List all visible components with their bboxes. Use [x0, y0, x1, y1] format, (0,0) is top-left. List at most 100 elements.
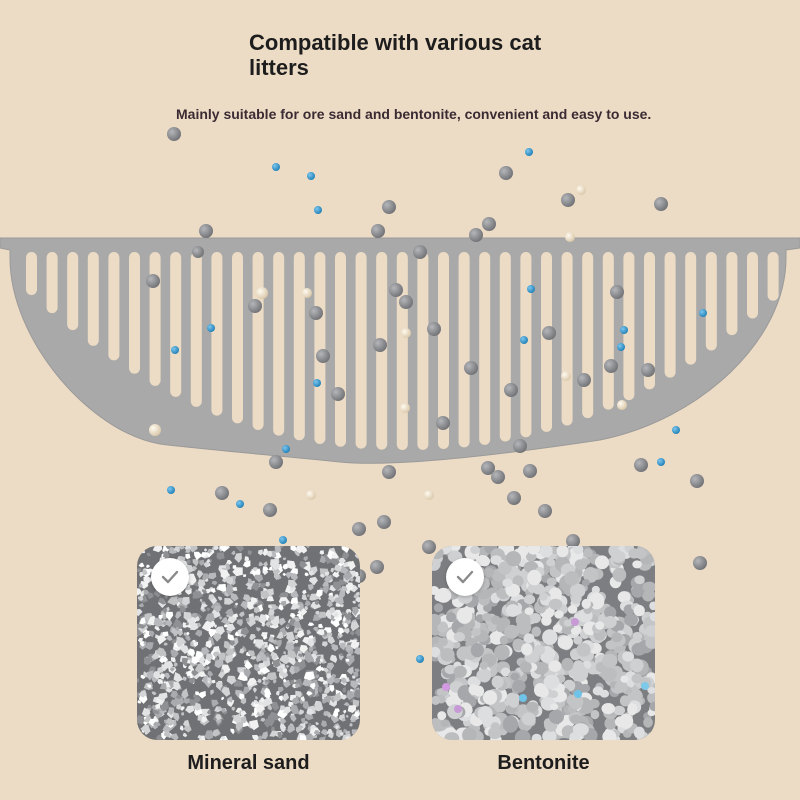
texture-grain — [203, 561, 210, 568]
litter-granule — [561, 371, 571, 381]
texture-grain — [306, 546, 310, 548]
texture-grain — [320, 729, 328, 736]
litter-granule — [693, 556, 707, 570]
texture-grain — [630, 658, 644, 673]
texture-grain — [321, 720, 328, 728]
texture-grain — [166, 611, 174, 621]
texture-grain — [339, 642, 346, 651]
texture-grain — [315, 674, 320, 679]
texture-grain — [214, 624, 217, 628]
litter-granule — [279, 536, 287, 544]
texture-grain — [193, 694, 197, 698]
texture-grain — [244, 556, 250, 562]
texture-grain — [263, 687, 271, 695]
texture-grain — [613, 705, 626, 716]
texture-grain — [339, 732, 344, 736]
texture-grain — [210, 588, 216, 593]
texture-grain — [240, 626, 250, 636]
texture-grain — [355, 614, 360, 620]
texture-grain — [319, 550, 325, 555]
texture-grain — [440, 648, 455, 662]
texture-grain — [351, 716, 356, 721]
texture-grain — [185, 586, 191, 591]
texture-grain — [227, 699, 235, 708]
texture-speck — [641, 682, 649, 690]
texture-grain — [614, 716, 627, 728]
texture-grain — [152, 671, 162, 680]
texture-grain — [297, 603, 304, 612]
texture-grain — [319, 736, 326, 740]
texture-grain — [233, 679, 244, 687]
texture-grain — [178, 546, 186, 550]
texture-grain — [333, 596, 344, 605]
texture-grain — [170, 657, 176, 663]
texture-grain — [357, 583, 360, 588]
texture-grain — [200, 606, 205, 610]
scoop-slot — [417, 252, 429, 450]
texture-grain — [285, 642, 295, 652]
texture-grain — [295, 659, 306, 671]
texture-grain — [151, 691, 157, 696]
texture-grain — [531, 733, 542, 740]
texture-grain — [159, 683, 167, 690]
texture-grain — [304, 655, 315, 663]
texture-grain — [152, 709, 158, 714]
texture-grain — [173, 662, 178, 667]
texture-speck — [454, 705, 462, 713]
texture-speck — [571, 618, 579, 626]
texture-grain — [603, 615, 617, 629]
texture-grain — [234, 552, 242, 563]
texture-grain — [437, 637, 448, 647]
texture-grain — [477, 588, 490, 600]
texture-grain — [647, 691, 655, 705]
texture-grain — [283, 651, 287, 655]
texture-grain — [300, 696, 305, 702]
texture-grain — [352, 675, 356, 679]
texture-grain — [187, 675, 191, 679]
texture-grain — [193, 641, 199, 647]
texture-grain — [188, 678, 196, 684]
texture-grain — [627, 703, 638, 713]
litter-granule — [314, 206, 322, 214]
litter-granule — [527, 285, 535, 293]
texture-grain — [137, 568, 142, 573]
texture-grain — [318, 623, 324, 628]
texture-grain — [452, 641, 461, 649]
texture-grain — [576, 643, 591, 657]
texture-grain — [242, 686, 250, 695]
texture-grain — [453, 631, 466, 642]
texture-grain — [286, 664, 290, 669]
texture-grain — [304, 671, 315, 681]
texture-grain — [216, 552, 225, 560]
texture-grain — [221, 696, 225, 701]
texture-grain — [306, 629, 312, 636]
texture-grain — [341, 552, 350, 560]
texture-grain — [602, 729, 617, 740]
texture-grain — [227, 633, 235, 642]
texture-grain — [139, 641, 145, 647]
texture-grain — [193, 551, 203, 560]
texture-grain — [539, 592, 548, 601]
texture-grain — [249, 719, 259, 731]
texture-grain — [143, 657, 151, 666]
texture-grain — [323, 667, 329, 673]
texture-grain — [205, 613, 215, 623]
texture-grain — [193, 581, 199, 587]
texture-grain — [221, 708, 227, 713]
texture-grain — [205, 640, 212, 649]
texture-grain — [280, 600, 287, 607]
texture-grain — [335, 725, 339, 730]
texture-grain — [138, 695, 148, 704]
texture-grain — [192, 591, 203, 599]
texture-grain — [265, 581, 270, 587]
litter-granule — [464, 361, 478, 375]
texture-grain — [220, 569, 230, 579]
scoop-slot — [602, 252, 614, 410]
texture-grain — [286, 631, 296, 642]
texture-grain — [272, 659, 281, 668]
texture-grain — [508, 697, 520, 708]
texture-grain — [191, 670, 199, 677]
texture-grain — [271, 701, 280, 711]
texture-grain — [548, 690, 559, 699]
texture-grain — [350, 621, 360, 632]
